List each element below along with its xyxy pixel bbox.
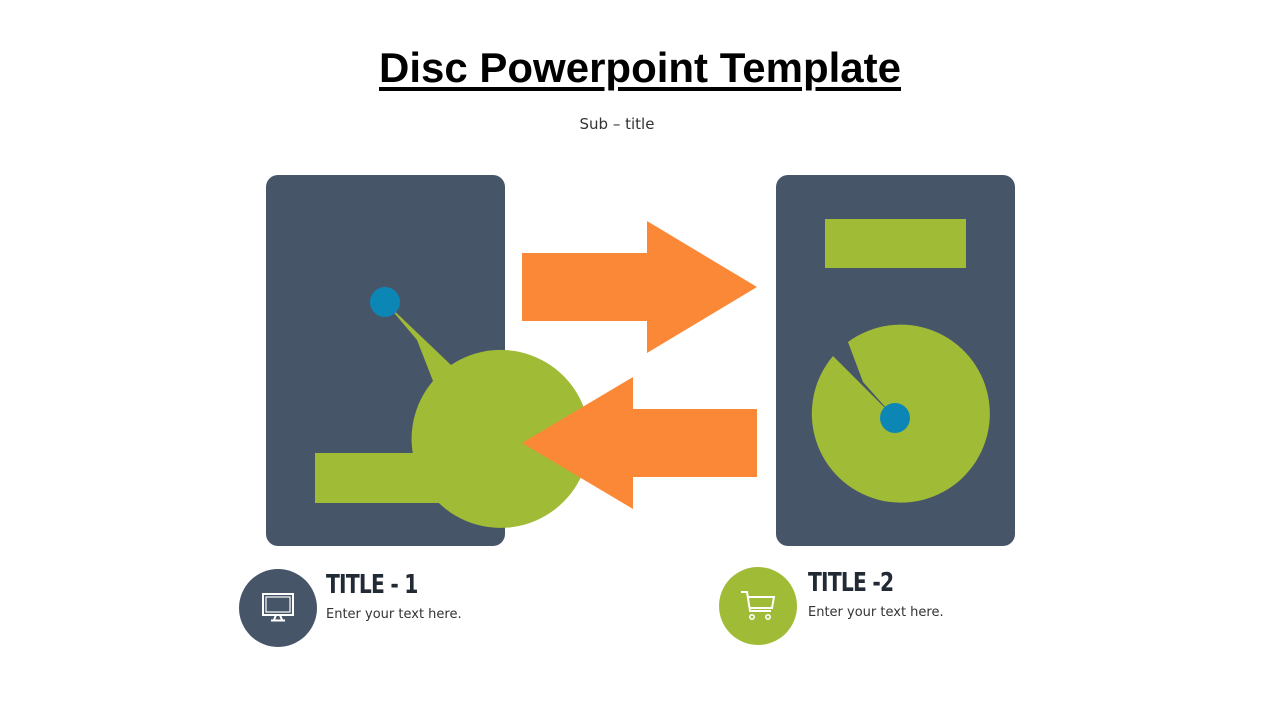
left-drive-slot [315,453,456,503]
shopping-cart-icon [741,591,776,620]
right-drive [776,175,1015,546]
item-1-icon-circle [239,569,317,647]
item-1-title: TITLE - 1 [326,570,418,600]
right-drive-slot [825,219,966,268]
monitor-icon [262,593,294,622]
arrow-left-icon [522,377,757,509]
slide-title: Disc Powerpoint Template [0,44,1280,92]
item-2-icon-circle [719,567,797,645]
left-drive [266,175,590,546]
slide-subtitle: Sub – title [579,115,655,133]
left-disc-hub [370,287,400,317]
item-2-text: Enter your text here. [808,605,944,620]
arrow-right-icon [522,221,757,353]
slide-title-text: Disc Powerpoint Template [379,44,901,91]
item-1-text: Enter your text here. [326,607,462,622]
item-2-title: TITLE -2 [808,568,894,598]
right-disc-hub [880,403,910,433]
